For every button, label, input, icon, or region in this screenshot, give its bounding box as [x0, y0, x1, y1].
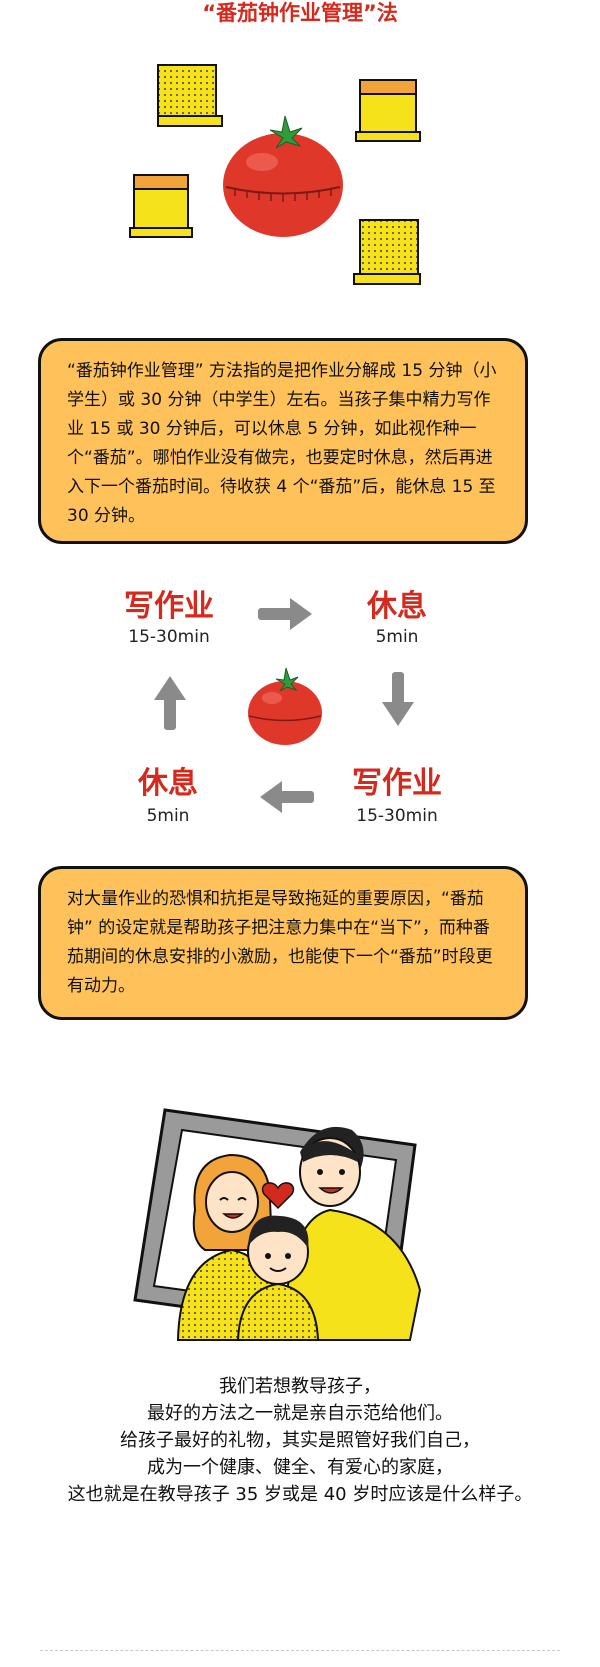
cycle-label-bottom-right: 写作业	[352, 766, 442, 801]
cycle-time-bottom-right: 15-30min	[356, 806, 438, 826]
closing-line: 最好的方法之一就是亲自示范给他们。	[147, 1403, 453, 1424]
family-frame-illustration	[133, 1108, 422, 1341]
intro-text-box: “番茄钟作业管理” 方法指的是把作业分解成 15 分钟（小学生）或 30 分钟（…	[38, 338, 528, 544]
arrow-right-icon	[258, 598, 312, 630]
cycle-label-top-right: 休息	[367, 589, 427, 624]
cycle-label-bottom-left: 休息	[138, 766, 198, 801]
note-icon	[355, 79, 421, 142]
closing-line: 这也就是在教导孩子 35 岁或是 40 岁时应该是什么样子。	[67, 1484, 533, 1505]
cycle-time-top-left: 15-30min	[128, 627, 210, 647]
heart-icon	[261, 1182, 295, 1210]
tomato-icon	[248, 667, 322, 745]
reason-text: 对大量作业的恐惧和抗拒是导致拖延的重要原因，“番茄钟” 的设定就是帮助孩子把注意…	[67, 889, 493, 996]
divider	[40, 1650, 560, 1651]
child-figure	[236, 1215, 320, 1341]
tomato-notes-illustration	[129, 64, 421, 285]
note-icon	[129, 174, 193, 238]
closing-text: 我们若想教导孩子， 最好的方法之一就是亲自示范给他们。 给孩子最好的礼物，其实是…	[0, 1373, 600, 1508]
cycle-time-top-right: 5min	[375, 627, 419, 647]
cycle-label-top-left: 写作业	[124, 589, 214, 624]
cycle-time-bottom-left: 5min	[146, 806, 190, 826]
closing-line: 成为一个健康、健全、有爱心的家庭，	[147, 1457, 453, 1478]
page-title: “番茄钟作业管理”法	[202, 1, 398, 25]
tomato-timer-icon	[223, 115, 343, 237]
note-icon	[353, 219, 421, 285]
father-figure	[283, 1126, 422, 1341]
closing-line: 给孩子最好的礼物，其实是照管好我们自己，	[120, 1430, 480, 1451]
closing-line: 我们若想教导孩子，	[219, 1376, 381, 1397]
reason-text-box: 对大量作业的恐惧和抗拒是导致拖延的重要原因，“番茄钟” 的设定就是帮助孩子把注意…	[38, 866, 528, 1020]
cycle-arrows	[154, 598, 414, 813]
arrow-down-icon	[382, 672, 414, 726]
note-icon	[157, 64, 223, 127]
arrow-up-icon	[154, 676, 186, 730]
arrow-left-icon	[260, 781, 314, 813]
intro-text: “番茄钟作业管理” 方法指的是把作业分解成 15 分钟（小学生）或 30 分钟（…	[67, 361, 497, 526]
